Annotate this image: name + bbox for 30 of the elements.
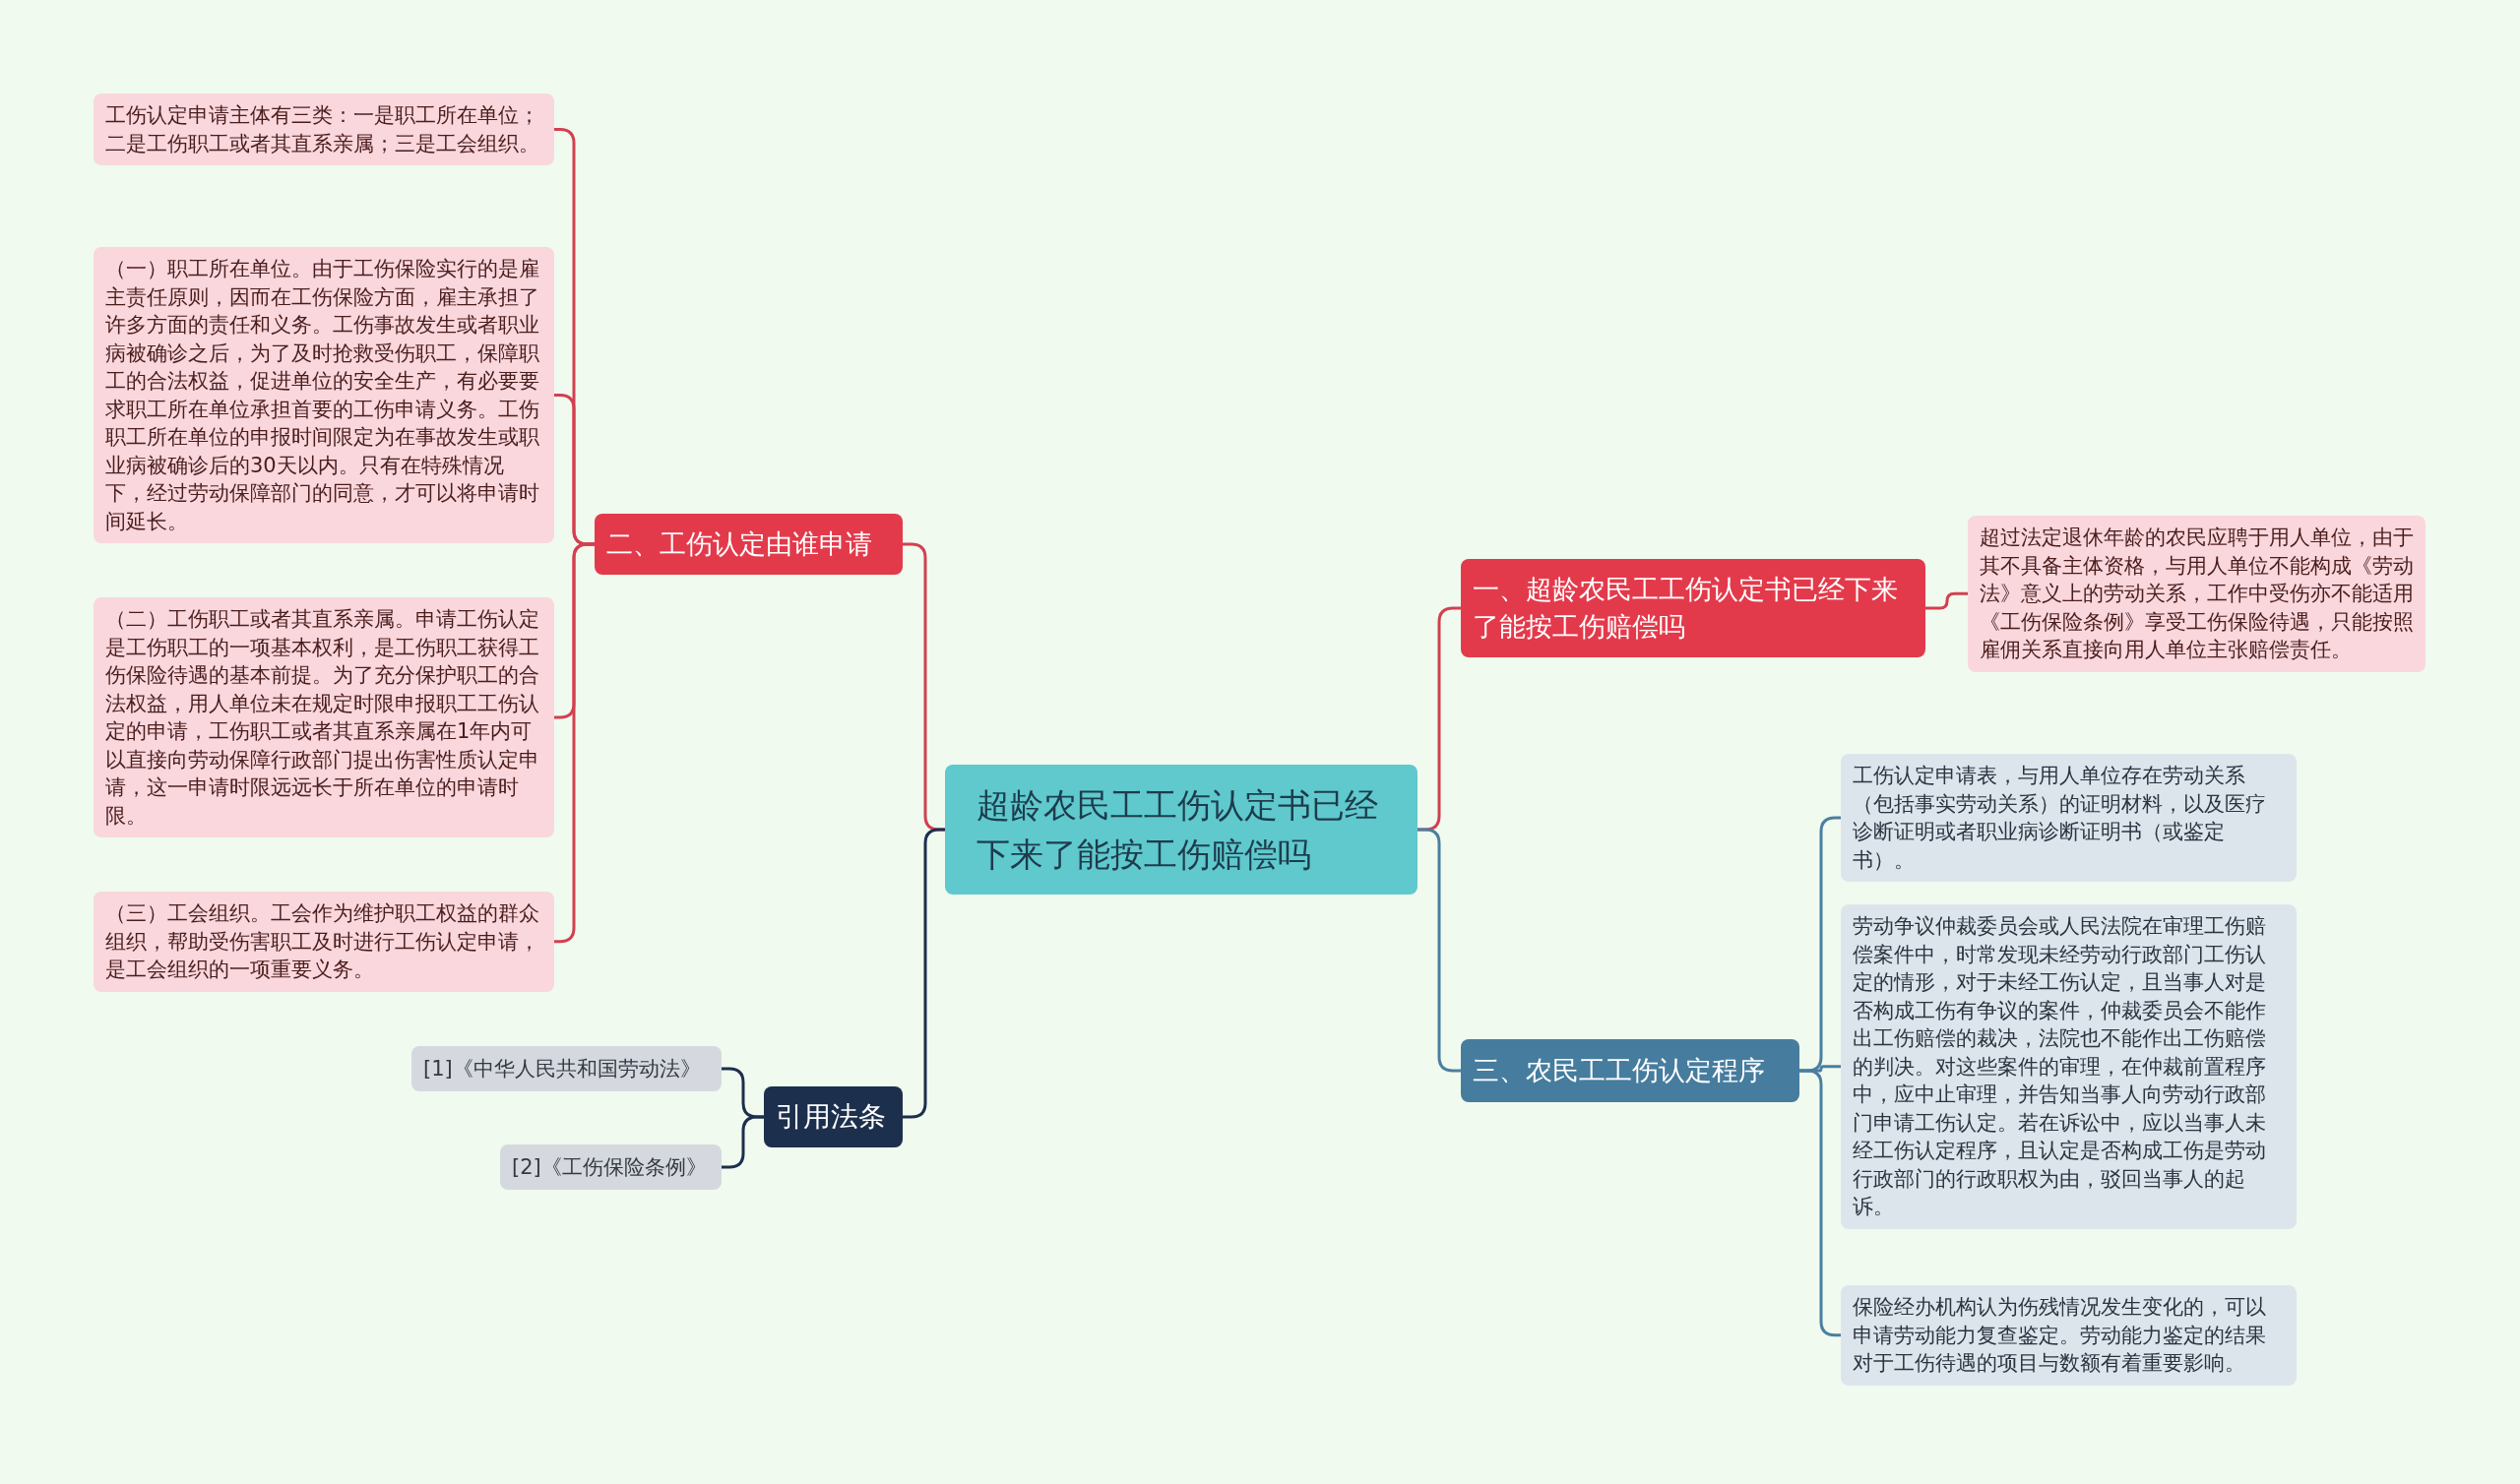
connector-line: [903, 828, 945, 1119]
topic-text: [2]《工伤保险条例》: [512, 1154, 708, 1181]
topic-text: 一、超龄农民工工伤认定书已经下来了能按工伤赔偿吗: [1473, 573, 1899, 644]
note-card: [1841, 754, 2297, 882]
topic-text: （二）工伤职工或者其直系亲属。申请工伤认定是工伤职工的一项基本权利，是工伤职工获得工伤保险待遇的基本前提。为了充分保护职工的合法权益，用人单位未在规定时限申报职工工伤认定的申请，工伤职工或者其直系亲属在1年内可以直接向劳动保障行政部门提出伤害性质认定申请，这一申请时限远远长于所在单位的申请时限。: [105, 606, 540, 830]
branch-topic: [595, 514, 903, 575]
topic-text: 引用法条: [776, 1099, 887, 1135]
connector-line: [1418, 828, 1461, 1073]
topic-text: 保险经办机构认为伤残情况发生变化的，可以申请劳动能力复查鉴定。劳动能力鉴定的结果对于工伤待遇的项目与数额有着重要影响。: [1853, 1294, 2267, 1377]
topic-text: 二、工伤认定由谁申请: [606, 527, 873, 561]
central-topic: [945, 765, 1418, 895]
note-card: [94, 892, 554, 992]
note-card: [1968, 516, 2426, 672]
topic-text: 工伤认定申请表，与用人单位存在劳动关系（包括事实劳动关系）的证明材料，以及医疗诊断证明或者职业病诊断证明书（或鉴定书）。: [1853, 763, 2267, 874]
note-card: [1841, 1285, 2297, 1386]
branch-topic: [764, 1086, 903, 1147]
branch-topic: [1461, 1039, 1799, 1102]
topic-text: （三）工会组织。工会作为维护职工权益的群众组织，帮助受伤害职工及时进行工伤认定申请，是工会组织的一项重要义务。: [105, 900, 540, 983]
reference-card: [500, 1144, 722, 1190]
reference-card: [411, 1046, 722, 1091]
connector-line: [1925, 591, 1968, 610]
note-card: [94, 93, 554, 165]
topic-text: 超龄农民工工伤认定书已经下来了能按工伤赔偿吗: [976, 784, 1379, 876]
branch-topic: [1461, 559, 1925, 657]
topic-text: 劳动争议仲裁委员会或人民法院在审理工伤赔偿案件中，时常发现未经劳动行政部门工伤认定的情形，对于未经工伤认定，且当事人对是否构成工伤有争议的案件，仲裁委员会不能作出工伤赔偿的裁决，法院也不能作出工伤赔偿的判决。对这些案件的审理，在仲裁前置程序中，应中止审理，并告知当事人向劳动行政部门申请工伤认定。若在诉讼中，应以当事人未经工伤认定程序，且认定是否构成工伤是劳动行政部门的行政职权为由，驳回当事人的起诉。: [1853, 913, 2267, 1220]
topic-text: 工伤认定申请主体有三类：一是职工所在单位；二是工伤职工或者其直系亲属；三是工会组织。: [105, 102, 540, 157]
topic-text: 超过法定退休年龄的农民应聘于用人单位，由于其不具备主体资格，与用人单位不能构成《劳动法》意义上的劳动关系，工作中受伤亦不能适用《工伤保险条例》享受工伤保险待遇，只能按照雇佣关系直接向用人单位主张赔偿责任。: [1980, 525, 2414, 663]
topic-text: （一）职工所在单位。由于工伤保险实行的是雇主责任原则，因而在工伤保险方面，雇主承担了许多方面的责任和义务。工伤事故发生或者职业病被确诊之后，为了及时抢救受伤职工，保障职工的合法权益，促进单位的安全生产，有必要要求职工所在单位承担首要的工伤申请义务。工伤职工所在单位的申报时间限定为在事故发生或职业病被确诊后的30天以内。只有在特殊情况下，经过劳动保障部门的同意，才可以将申请时间延长。: [105, 256, 540, 535]
topic-text: 三、农民工工伤认定程序: [1473, 1054, 1766, 1087]
topic-text: [1]《中华人民共和国劳动法》: [423, 1056, 702, 1082]
